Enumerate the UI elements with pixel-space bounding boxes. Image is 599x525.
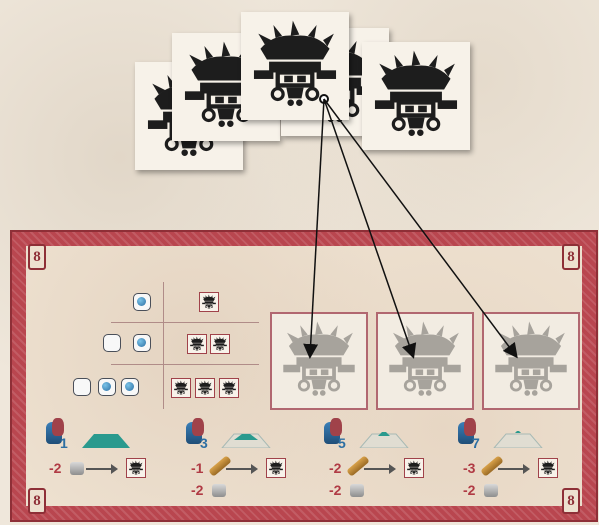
arrow-icon <box>498 468 524 470</box>
empty-orb-icon <box>73 378 91 396</box>
stone-icon <box>70 462 84 475</box>
blue-orb-icon <box>98 378 116 396</box>
vase-icon <box>330 418 342 436</box>
cost-value: -2 <box>463 482 475 498</box>
corner-label: 8 <box>28 244 46 270</box>
cost-value: -2 <box>329 482 341 498</box>
cost-value: -2 <box>329 460 341 476</box>
mask-headdress-icon <box>272 314 366 408</box>
wood-icon <box>480 455 504 477</box>
mini-tile-icon <box>187 334 207 354</box>
mini-tile-icon <box>266 458 286 478</box>
step-number: 7 <box>472 435 480 451</box>
mask-headdress-icon <box>378 314 472 408</box>
step-number: 3 <box>200 435 208 451</box>
blue-orb-icon <box>133 334 151 352</box>
tile-slot-1[interactable] <box>270 312 368 410</box>
mini-tile-icon <box>404 458 424 478</box>
cost-value: -3 <box>463 460 475 476</box>
arrow-icon <box>364 468 390 470</box>
mini-tile-icon <box>219 378 239 398</box>
board-inner-panel: 1 -2 3 -1 -2 5 -2 <box>26 246 582 506</box>
wood-icon <box>346 455 370 477</box>
tile-slot-2[interactable] <box>376 312 474 410</box>
blue-orb-icon <box>121 378 139 396</box>
cost-step-2: 3 -1 -2 <box>186 416 316 516</box>
tile-slot-3[interactable] <box>482 312 580 410</box>
stone-icon <box>212 484 226 497</box>
stone-icon <box>484 484 498 497</box>
vase-icon <box>52 418 64 436</box>
mini-tile-icon <box>171 378 191 398</box>
empty-orb-icon <box>103 334 121 352</box>
cost-value: -1 <box>191 460 203 476</box>
cost-step-1: 1 -2 <box>46 416 176 516</box>
cost-value: -2 <box>191 482 203 498</box>
step-number: 5 <box>338 435 346 451</box>
vase-icon <box>192 418 204 436</box>
blue-orb-icon <box>133 293 151 311</box>
arrow-icon <box>86 468 112 470</box>
table-divider <box>111 322 259 323</box>
corner-label: 8 <box>28 488 46 514</box>
mini-tile-icon <box>126 458 146 478</box>
cost-table <box>111 282 259 409</box>
table-divider <box>163 282 164 409</box>
cost-step-3: 5 -2 -2 <box>324 416 454 516</box>
mask-headdress-icon <box>241 12 349 120</box>
corner-label: 8 <box>562 488 580 514</box>
pyramid-icon <box>216 430 276 448</box>
pyramid-icon <box>76 430 136 448</box>
mini-tile-icon <box>195 378 215 398</box>
mask-headdress-icon <box>484 314 578 408</box>
corner-label: 8 <box>562 244 580 270</box>
tile-card-top[interactable] <box>241 12 349 120</box>
vase-icon <box>464 418 476 436</box>
arrow-icon <box>226 468 252 470</box>
mini-tile-icon <box>199 292 219 312</box>
game-board: 1 -2 3 -1 -2 5 -2 <box>10 230 598 522</box>
mini-tile-icon <box>210 334 230 354</box>
pyramid-icon <box>354 430 414 448</box>
tile-card[interactable] <box>362 42 470 150</box>
mask-headdress-icon <box>362 42 470 150</box>
cost-value: -2 <box>49 460 61 476</box>
mini-tile-icon <box>538 458 558 478</box>
pyramid-icon <box>488 430 548 448</box>
step-number: 1 <box>60 435 68 451</box>
wood-icon <box>208 455 232 477</box>
table-divider <box>111 364 259 365</box>
stone-icon <box>350 484 364 497</box>
